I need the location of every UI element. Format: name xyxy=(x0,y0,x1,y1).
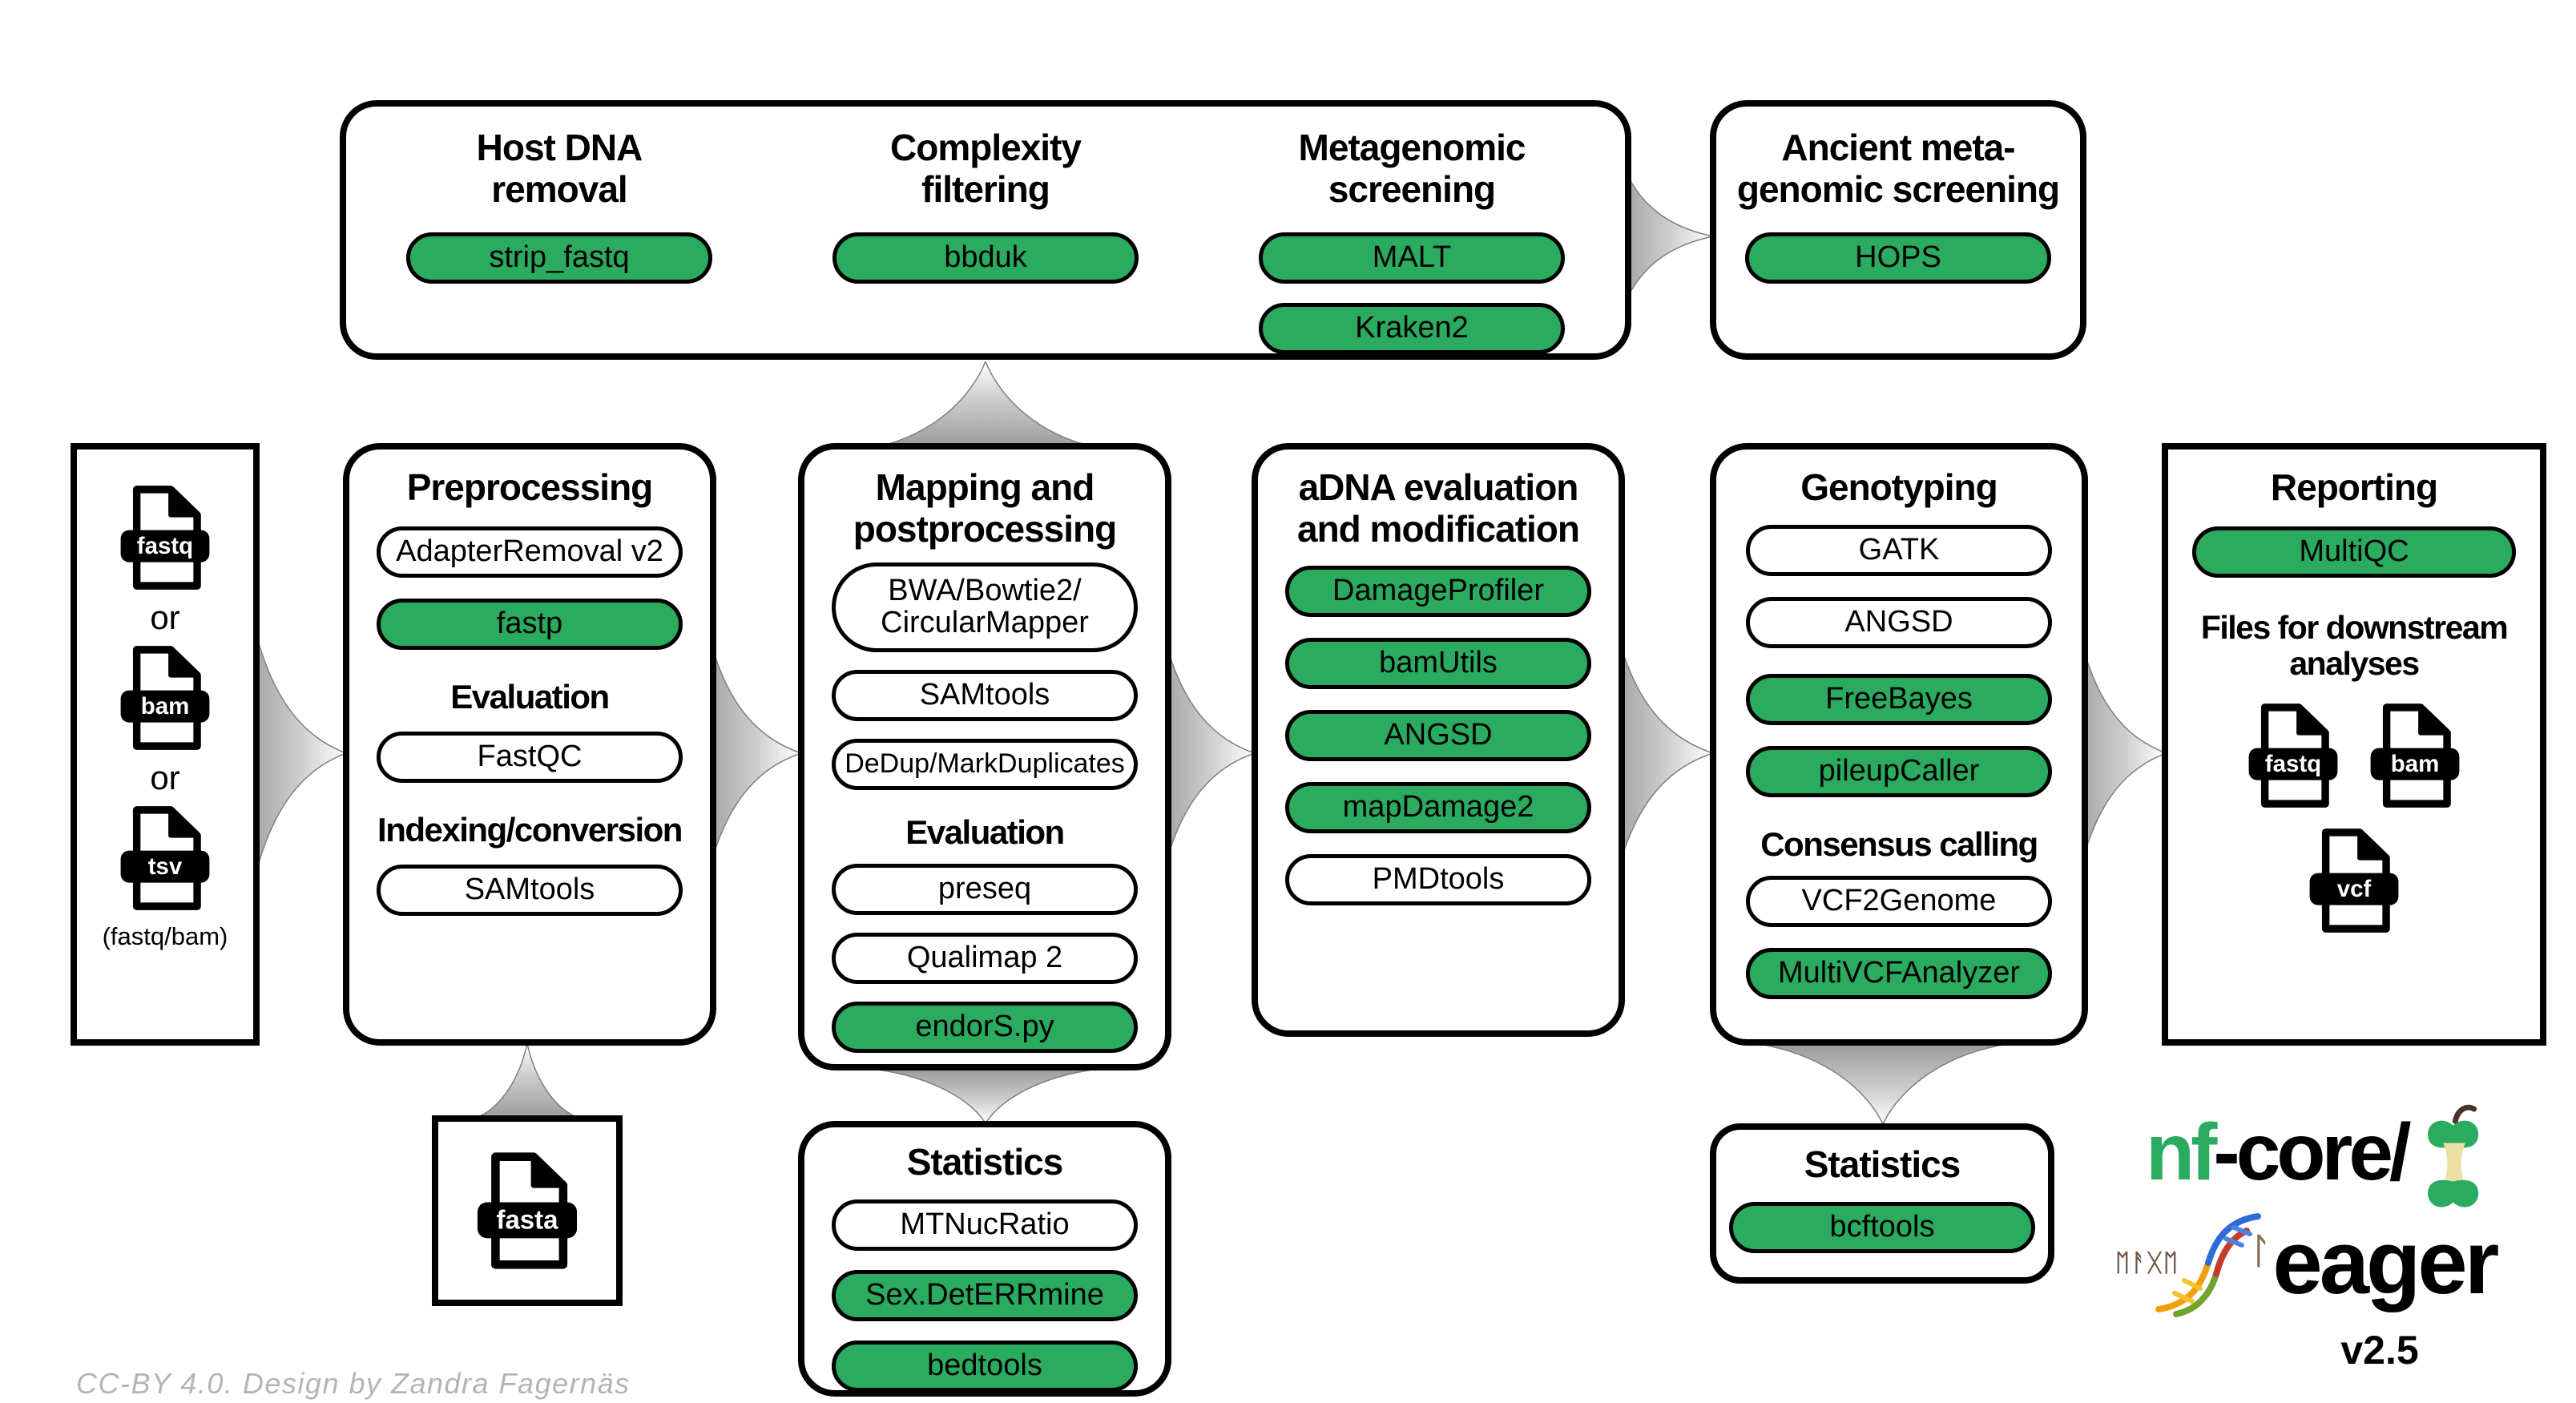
license-credit-text: CC-BY 4.0. Design by Zandra Fagernäs xyxy=(76,1367,631,1400)
bam-file-icon: bam xyxy=(120,646,210,750)
tool-pill-mapdamage2: mapDamage2 xyxy=(1285,782,1591,834)
logo-version: v2.5 xyxy=(2340,1328,2419,1373)
input-files-box: fastq or bam or tsv (fastq/bam) xyxy=(71,443,260,1046)
downstream-files-heading: Files for downstream analyses xyxy=(2200,608,2509,682)
bam-file-icon: bam xyxy=(2370,703,2460,808)
tool-pill-adapterremoval: AdapterRemoval v2 xyxy=(377,526,683,578)
tool-pill-dedup-markduplicates: DeDup/MarkDuplicates xyxy=(832,739,1138,791)
flow-arrow-fasta-to-preprocessing xyxy=(474,1043,580,1119)
bam-file-label: bam xyxy=(2391,751,2440,777)
reference-fasta-box: fasta xyxy=(432,1115,623,1306)
tool-pill-endors: endorS.py xyxy=(832,1002,1138,1054)
tool-pill-preseq: preseq xyxy=(832,864,1138,916)
tool-pill-pileupcaller: pileupCaller xyxy=(1746,745,2052,797)
statistics-mapping-box: Statistics MTNucRatio Sex.DetERRmine bed… xyxy=(798,1121,1171,1397)
complexity-filtering-title: Complexity filtering xyxy=(890,127,1082,210)
fasta-file-icon: fasta xyxy=(477,1152,578,1269)
mapping-box: Mapping and postprocessing BWA/Bowtie2/ … xyxy=(798,443,1171,1070)
fastq-file-label: fastq xyxy=(137,533,193,559)
flow-arrow-genotyping-to-statistics xyxy=(1759,1044,2007,1124)
nf-core-eager-logo: nf-core/ ᛖᚨᚷᛖ ᛚ eager v2.5 xyxy=(2115,1104,2564,1373)
tool-pill-multivcfanalyzer: MultiVCFAnalyzer xyxy=(1746,947,2052,999)
tool-pill-bcftools: bcftools xyxy=(1729,1201,2035,1253)
fastq-file-icon: fastq xyxy=(2248,703,2338,808)
tsv-file-label: tsv xyxy=(148,853,183,880)
metagenomic-screening-title: Metagenomic screening xyxy=(1298,127,1526,210)
tool-pill-kraken2: Kraken2 xyxy=(1259,303,1565,355)
adna-evaluation-title: aDNA evaluation and modification xyxy=(1297,466,1580,550)
tool-pill-qualimap: Qualimap 2 xyxy=(832,933,1138,985)
host-dna-removal-section: Host DNA removal strip_fastq xyxy=(346,107,772,284)
reporting-title: Reporting xyxy=(2270,466,2438,508)
statistics-title: Statistics xyxy=(1804,1143,1961,1185)
bam-file-label: bam xyxy=(141,693,190,720)
tsv-file-icon: tsv xyxy=(120,806,210,910)
runic-l-text: ᛚ xyxy=(2250,1230,2272,1272)
adna-evaluation-box: aDNA evaluation and modification DamageP… xyxy=(1252,443,1625,1037)
genotyping-title: Genotyping xyxy=(1800,466,1998,508)
evaluation-heading: Evaluation xyxy=(450,677,610,716)
tool-pill-multiqc: MultiQC xyxy=(2192,526,2516,578)
or-label: or xyxy=(150,759,180,796)
logo-name-line: ᛖᚨᚷᛖ ᛚ eager xyxy=(2115,1207,2564,1319)
host-dna-removal-title: Host DNA removal xyxy=(476,127,643,210)
flow-arrow-mapping-to-screening xyxy=(872,361,1099,448)
tool-pill-bbduk: bbduk xyxy=(832,232,1139,284)
tool-pill-strip-fastq: strip_fastq xyxy=(406,232,712,284)
tool-pill-bedtools: bedtools xyxy=(832,1340,1138,1392)
tool-pill-pmdtools: PMDtools xyxy=(1285,854,1591,906)
dna-helix-icon xyxy=(2155,1213,2261,1317)
tool-pill-mtnucratio: MTNucRatio xyxy=(832,1199,1138,1251)
logo-pipeline-name: eager xyxy=(2272,1212,2499,1312)
tool-pill-angsd-adna: ANGSD xyxy=(1285,710,1591,762)
apple-core-icon xyxy=(2427,1104,2478,1207)
tool-pill-freebayes: FreeBayes xyxy=(1746,673,2052,725)
input-format-note: (fastq/bam) xyxy=(102,922,228,950)
mapping-title: Mapping and postprocessing xyxy=(853,466,1118,550)
vcf-file-label: vcf xyxy=(2337,876,2372,902)
preprocessing-title: Preprocessing xyxy=(406,466,654,508)
tool-pill-bamutils: bamUtils xyxy=(1285,638,1591,690)
evaluation-heading: Evaluation xyxy=(905,813,1065,852)
runic-eager-text: ᛖᚨᚷᛖ xyxy=(2115,1248,2179,1277)
logo-brand-line: nf-core/ xyxy=(2115,1104,2564,1211)
tool-pill-malt: MALT xyxy=(1259,232,1565,284)
or-label: or xyxy=(150,599,180,636)
fasta-file-label: fasta xyxy=(496,1204,558,1234)
genotyping-box: Genotyping GATK ANGSD FreeBayes pileupCa… xyxy=(1710,443,2088,1046)
flow-arrow-mapping-to-statistics xyxy=(872,1069,1099,1123)
vcf-file-icon: vcf xyxy=(2309,828,2399,933)
tool-pill-sexdeterrmine: Sex.DetERRmine xyxy=(832,1269,1138,1321)
fastq-file-label: fastq xyxy=(2265,751,2321,777)
downstream-file-icons-row: fastq bam xyxy=(2246,703,2462,808)
metagenomic-screening-section: Metagenomic screening MALT Kraken2 xyxy=(1199,107,1625,355)
ancient-screening-title: Ancient meta- genomic screening xyxy=(1736,127,2060,210)
ancient-screening-box: Ancient meta- genomic screening HOPS xyxy=(1710,100,2086,360)
reporting-box: Reporting MultiQC Files for downstream a… xyxy=(2162,443,2546,1046)
preprocessing-box: Preprocessing AdapterRemoval v2 fastp Ev… xyxy=(343,443,716,1046)
logo-brand-text: nf-core/ xyxy=(2146,1107,2412,1197)
tool-pill-fastp: fastp xyxy=(377,598,683,650)
tool-pill-samtools: SAMtools xyxy=(377,864,683,916)
screening-box: Host DNA removal strip_fastq Complexity … xyxy=(340,100,1631,360)
tool-pill-fastqc: FastQC xyxy=(377,731,683,783)
tool-pill-hops: HOPS xyxy=(1745,232,2051,284)
tool-pill-gatk: GATK xyxy=(1746,524,2052,576)
consensus-calling-heading: Consensus calling xyxy=(1760,824,2038,863)
tool-pill-angsd-genotyping: ANGSD xyxy=(1746,596,2052,648)
tool-pill-damageprofiler: DamageProfiler xyxy=(1285,566,1591,618)
statistics-genotyping-box: Statistics bcftools xyxy=(1710,1123,2054,1284)
tool-pill-vcf2genome: VCF2Genome xyxy=(1746,875,2052,927)
tool-pill-samtools-mapping: SAMtools xyxy=(832,670,1138,722)
complexity-filtering-section: Complexity filtering bbduk xyxy=(772,107,1199,284)
fastq-file-icon: fastq xyxy=(120,486,210,590)
indexing-conversion-heading: Indexing/conversion xyxy=(377,810,683,849)
statistics-title: Statistics xyxy=(906,1141,1064,1183)
tool-pill-mappers: BWA/Bowtie2/ CircularMapper xyxy=(832,562,1138,653)
